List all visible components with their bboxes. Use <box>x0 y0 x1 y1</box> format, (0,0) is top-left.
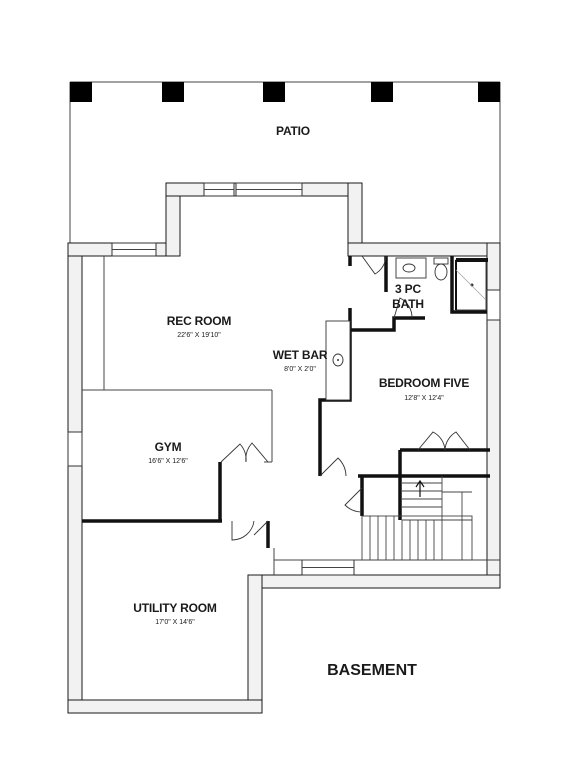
rec-room-dims: 22'6" X 19'10" <box>177 332 221 339</box>
bath-fixtures <box>395 257 488 311</box>
floor-title: BASEMENT <box>327 662 417 679</box>
wet-bar-counter <box>325 320 351 401</box>
door-swing <box>444 431 471 451</box>
bath-label-line2: BATH <box>392 297 424 311</box>
door-swing <box>220 443 247 463</box>
window <box>486 289 501 321</box>
window <box>67 431 83 467</box>
room-labels: PATIO REC ROOM 22'6" X 19'10" WET BAR 8'… <box>133 124 469 679</box>
interior-walls <box>82 256 490 548</box>
bedroom-five-label: BEDROOM FIVE <box>379 376 469 390</box>
utility-room-label: UTILITY ROOM <box>133 601 217 615</box>
utility-room-dims: 17'0" X 14'6" <box>155 619 195 626</box>
bedroom-five-dims: 12'8" X 12'4" <box>404 395 444 402</box>
patio-post <box>162 82 184 102</box>
toilet-icon <box>433 257 449 281</box>
door-swing <box>319 457 347 477</box>
patio-post <box>70 82 92 102</box>
door-swing <box>417 431 446 451</box>
patio-area <box>69 81 501 243</box>
patio-post <box>263 82 285 102</box>
stair-arrow-icon <box>415 479 425 497</box>
door-swing <box>231 520 255 541</box>
staircase <box>361 476 473 561</box>
wet-bar-dims: 8'0" X 2'0" <box>284 366 316 373</box>
door-swing <box>245 442 269 463</box>
door-swing <box>393 297 413 319</box>
patio-post <box>371 82 393 102</box>
bath-label-line1: 3 PC <box>395 282 421 296</box>
doors <box>220 255 471 541</box>
patio-post <box>478 82 500 102</box>
windows <box>67 182 501 576</box>
door-swing <box>361 255 387 275</box>
door-swing <box>253 520 269 536</box>
rec-room-label: REC ROOM <box>167 314 232 328</box>
door-swing <box>344 487 363 513</box>
interior-partitions <box>82 256 500 575</box>
patio-label: PATIO <box>276 124 310 138</box>
wet-bar-label: WET BAR <box>273 348 328 362</box>
gym-dims: 16'6" X 12'6" <box>148 458 188 465</box>
gym-label: GYM <box>155 440 182 454</box>
